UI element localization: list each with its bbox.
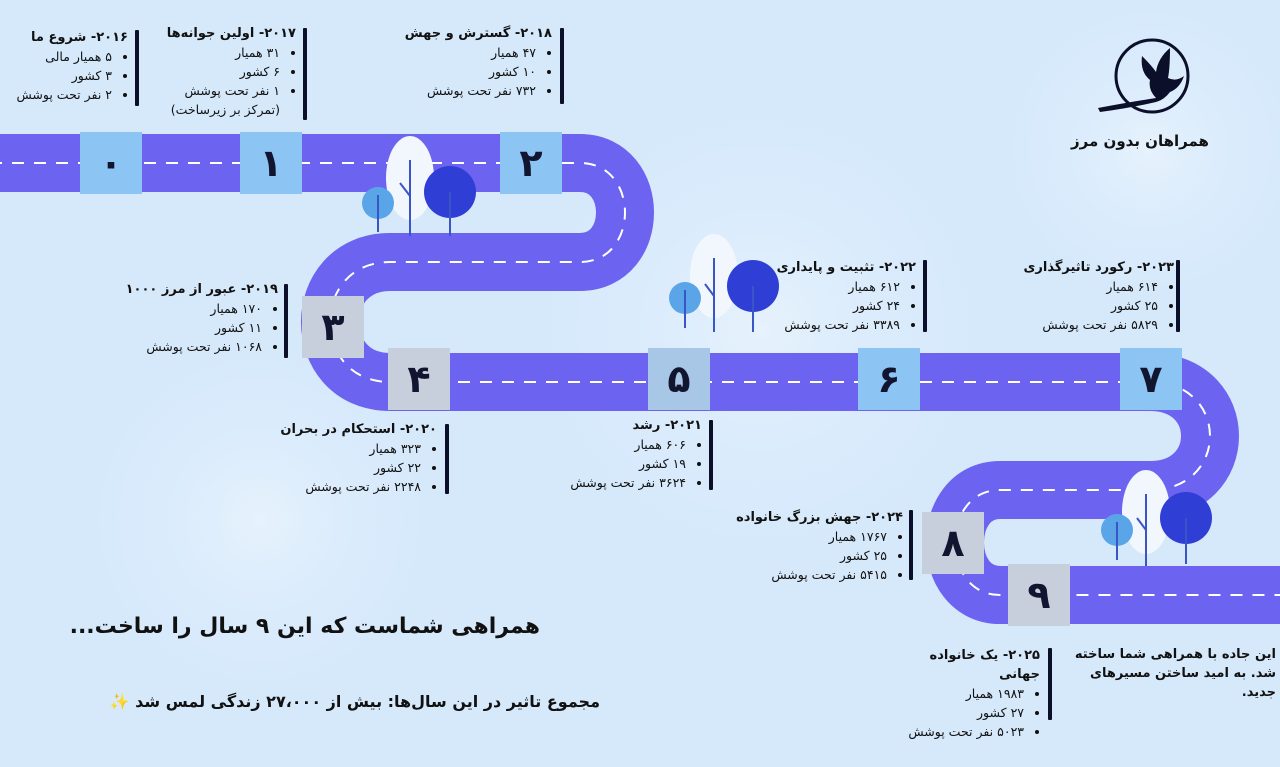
milestone-2023: ۲۰۲۳- رکورد تاثیرگذاری ۶۱۴ همیار ۲۵ کشور…	[1010, 258, 1174, 334]
milestone-item: ۳۳۸۹ نفر تحت پوشش	[750, 315, 900, 334]
milestone-item: ۲۲ کشور	[275, 458, 421, 477]
milestone-title: ۲۰۲۵- یک خانواده جهانی	[929, 648, 1040, 682]
milestone-item: ۵۸۲۹ نفر تحت پوشش	[1010, 315, 1158, 334]
milestone-item: ۱۷۶۷ همیار	[735, 527, 887, 546]
milestone-2024: ۲۰۲۴- جهش بزرگ خانواده ۱۷۶۷ همیار ۲۵ کشو…	[735, 508, 903, 584]
tree-group-2	[669, 234, 779, 332]
milestone-item: ۵۰۲۳ نفر تحت پوشش	[890, 722, 1024, 741]
station-0: ۰	[80, 132, 142, 194]
milestone-divider	[923, 260, 927, 332]
milestone-item: ۳۶۲۴ نفر تحت پوشش	[540, 473, 686, 492]
station-1: ۱	[240, 132, 302, 194]
milestone-item: ۲۵ کشور	[1010, 296, 1158, 315]
milestone-item: ۳۲۳ همیار	[275, 439, 421, 458]
milestone-2022: ۲۰۲۲- تثبیت و پایداری ۶۱۲ همیار ۲۴ کشور …	[750, 258, 916, 334]
milestone-item: ۵ همیار مالی	[0, 47, 112, 66]
milestone-title: ۲۰۲۴- جهش بزرگ خانواده	[736, 510, 903, 525]
impact-line: مجموع تاثیر در این سال‌ها: بیش از ۲۷،۰۰۰…	[60, 692, 600, 711]
milestone-item: ۱ نفر تحت پوشش	[150, 81, 280, 100]
headline: همراهی شماست که این ۹ سال را ساخت...	[69, 614, 540, 639]
station-5: ۵	[648, 348, 710, 410]
milestone-item: ۱۹۸۳ همیار	[890, 684, 1024, 703]
milestone-item: ۱۷۰ همیار	[120, 299, 262, 318]
station-9: ۹	[1008, 564, 1070, 626]
milestone-title: ۲۰۱۸- گسترش و جهش	[404, 26, 552, 41]
station-6: ۶	[858, 348, 920, 410]
station-2: ۲	[500, 132, 562, 194]
impact-text: مجموع تاثیر در این سال‌ها: بیش از ۲۷،۰۰۰…	[135, 692, 600, 711]
station-8: ۸	[922, 512, 984, 574]
brand-name: همراهان بدون مرز	[1071, 132, 1209, 150]
closing-note: این جاده با همراهی شما ساخته شد. به امید…	[1074, 647, 1276, 700]
milestone-title: ۲۰۲۱- رشد	[632, 418, 702, 433]
milestone-2021: ۲۰۲۱- رشد ۶۰۶ همیار ۱۹ کشور ۳۶۲۴ نفر تحت…	[540, 416, 702, 492]
milestone-2020: ۲۰۲۰- استحکام در بحران ۳۲۳ همیار ۲۲ کشور…	[275, 420, 437, 496]
milestone-divider	[1176, 260, 1180, 332]
milestone-divider	[560, 28, 564, 104]
tree-group-3	[1101, 470, 1212, 566]
background-glow	[60, 320, 460, 720]
milestone-item: ۱۰ کشور	[400, 62, 536, 81]
milestone-item: ۳ کشور	[0, 66, 112, 85]
bird-icon	[1098, 38, 1190, 114]
milestone-divider	[135, 30, 139, 106]
milestone-item: ۶۰۶ همیار	[540, 435, 686, 454]
milestone-item: ۶ کشور	[150, 62, 280, 81]
milestone-item: ۱۰۶۸ نفر تحت پوشش	[120, 337, 262, 356]
milestone-item: ۷۳۲ نفر تحت پوشش	[400, 81, 536, 100]
milestone-2025: ۲۰۲۵- یک خانواده جهانی ۱۹۸۳ همیار ۲۷ کشو…	[890, 646, 1040, 741]
milestone-item: ۱۹ کشور	[540, 454, 686, 473]
milestone-note: (تمرکز بر زیرساخت)	[170, 102, 280, 117]
road	[0, 134, 1280, 624]
milestone-item: ۶۱۲ همیار	[750, 277, 900, 296]
milestone-divider	[303, 28, 307, 120]
milestone-2017: ۲۰۱۷- اولین جوانه‌ها ۳۱ همیار ۶ کشور ۱ ن…	[150, 24, 296, 119]
milestone-item: ۲۷ کشور	[890, 703, 1024, 722]
milestone-2018: ۲۰۱۸- گسترش و جهش ۴۷ همیار ۱۰ کشور ۷۳۲ ن…	[400, 24, 552, 100]
milestone-title: ۲۰۱۶- شروع ما	[31, 30, 128, 45]
milestone-item: ۲ نفر تحت پوشش	[0, 85, 112, 104]
milestone-item: ۶۱۴ همیار	[1010, 277, 1158, 296]
milestone-item: ۲۴ کشور	[750, 296, 900, 315]
milestone-item: ۱۱ کشور	[120, 318, 262, 337]
milestone-divider	[445, 424, 449, 494]
milestone-title: ۲۰۲۰- استحکام در بحران	[280, 422, 437, 437]
milestone-title: ۲۰۱۷- اولین جوانه‌ها	[166, 26, 296, 41]
milestone-item: ۲۲۴۸ نفر تحت پوشش	[275, 477, 421, 496]
milestone-divider	[284, 284, 288, 358]
milestone-title: ۲۰۲۳- رکورد تاثیرگذاری	[1023, 260, 1174, 275]
milestone-2016: ۲۰۱۶- شروع ما ۵ همیار مالی ۳ کشور ۲ نفر …	[0, 28, 128, 104]
station-4: ۴	[388, 348, 450, 410]
milestone-item: ۲۵ کشور	[735, 546, 887, 565]
sparkles-icon: ✨	[109, 692, 130, 711]
station-7: ۷	[1120, 348, 1182, 410]
milestone-item: ۴۷ همیار	[400, 43, 536, 62]
milestone-title: ۲۰۱۹- عبور از مرز ۱۰۰۰	[125, 282, 278, 297]
station-3: ۳	[302, 296, 364, 358]
tree-group-1	[362, 136, 476, 236]
milestone-2019: ۲۰۱۹- عبور از مرز ۱۰۰۰ ۱۷۰ همیار ۱۱ کشور…	[120, 280, 278, 356]
background-glow	[980, 0, 1280, 320]
milestone-title: ۲۰۲۲- تثبیت و پایداری	[776, 260, 916, 275]
milestone-divider	[709, 420, 713, 490]
milestone-item: ۵۴۱۵ نفر تحت پوشش	[735, 565, 887, 584]
milestone-item: ۳۱ همیار	[150, 43, 280, 62]
milestone-divider	[1048, 648, 1052, 720]
milestone-divider	[909, 510, 913, 580]
